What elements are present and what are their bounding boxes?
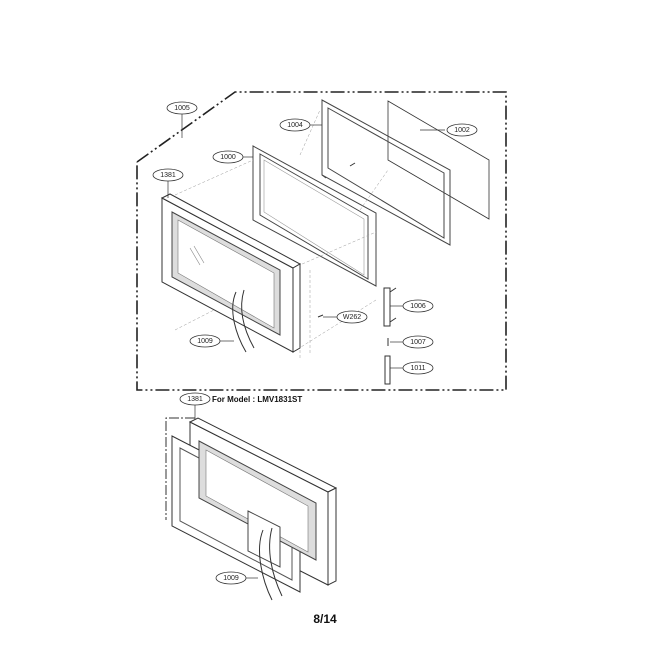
label-1009-model: 1009 — [215, 571, 247, 585]
label-1011: 1011 — [402, 361, 434, 375]
frame-1000 — [252, 145, 377, 287]
svg-text:1000: 1000 — [220, 154, 236, 161]
glass-panel-1002 — [387, 100, 490, 220]
label-1009: 1009 — [189, 334, 221, 348]
label-W262: W262 — [336, 310, 368, 324]
svg-text:1011: 1011 — [410, 365, 425, 372]
svg-text:1381: 1381 — [160, 172, 176, 179]
latch-1011 — [384, 355, 391, 385]
svg-text:1009: 1009 — [197, 338, 213, 345]
page-number: 8/14 — [313, 612, 337, 626]
label-1006: 1006 — [402, 299, 434, 313]
latch-1006 — [383, 287, 397, 327]
svg-text:1002: 1002 — [454, 127, 470, 134]
front-door-1381 — [160, 193, 302, 353]
label-1007: 1007 — [402, 335, 434, 349]
svg-text:1009: 1009 — [223, 575, 239, 582]
screw-top — [349, 162, 356, 167]
handle-1009 — [232, 289, 255, 353]
leader-lines — [167, 114, 445, 579]
label-1002: 1002 — [446, 123, 478, 137]
svg-text:1005: 1005 — [174, 105, 190, 112]
assembly-boundary — [136, 91, 507, 391]
svg-text:1381: 1381 — [187, 396, 203, 403]
model-door-assembly — [165, 417, 338, 601]
frame-1004 — [321, 99, 451, 246]
svg-text:1006: 1006 — [410, 303, 426, 310]
label-1381: 1381 — [152, 168, 184, 182]
label-1000: 1000 — [212, 150, 244, 164]
svg-text:1004: 1004 — [287, 122, 303, 129]
label-1005: 1005 — [166, 101, 198, 115]
part-labels: 1005 1004 1002 1000 1381 1006 W262 1007 … — [152, 101, 478, 585]
svg-text:1007: 1007 — [410, 339, 426, 346]
svg-text:W262: W262 — [343, 314, 361, 321]
label-1381-model: 1381 — [179, 392, 211, 406]
model-note: For Model : LMV1831ST — [212, 395, 302, 404]
screw-W262 — [317, 314, 324, 318]
label-1004: 1004 — [279, 118, 311, 132]
